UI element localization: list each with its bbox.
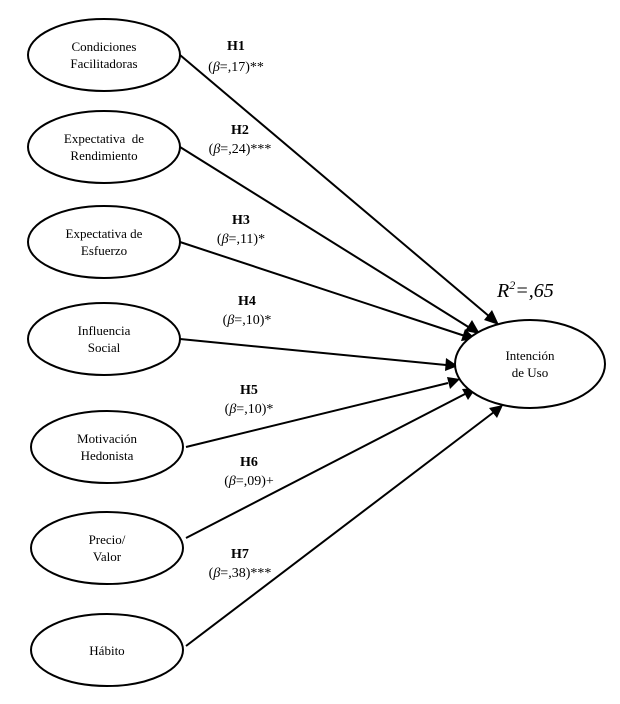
arrowhead-h1: [484, 310, 499, 325]
construct-label-line1: Condiciones: [72, 39, 137, 54]
path-label-h6: H6 (β=,09)+: [224, 455, 274, 489]
hypothesis-label: H2: [231, 123, 249, 138]
construct-label-line2: Hedonista: [81, 448, 134, 463]
construct-label-line2: Rendimiento: [70, 148, 137, 163]
predictor-condiciones-facilitadoras: Condiciones Facilitadoras: [27, 18, 181, 92]
construct-label-line1: Hábito: [89, 643, 124, 658]
arrow-h5: [185, 382, 449, 448]
construct-label-line2: de Uso: [512, 365, 548, 380]
path-label-h4: H4 (β=,10)*: [223, 294, 272, 328]
predictor-expectativa-rendimiento: Expectativa de Rendimiento: [27, 110, 181, 184]
beta-coefficient: (β=,24)***: [209, 142, 272, 157]
construct-label-line2: Social: [88, 340, 121, 355]
outcome-intencion-de-uso: Intención de Uso: [454, 319, 606, 409]
path-label-h2: H2 (β=,24)***: [209, 123, 272, 157]
arrowhead-h5: [447, 377, 460, 389]
arrow-h6: [185, 393, 466, 539]
predictor-motivacion-hedonista: Motivación Hedonista: [30, 410, 184, 484]
hypothesis-label: H5: [240, 383, 258, 398]
construct-label-line1: Intención: [505, 348, 555, 363]
hypothesis-label: H7: [231, 547, 249, 562]
construct-ellipse: [30, 613, 184, 687]
construct-ellipse: [27, 18, 181, 92]
path-label-h7: H7 (β=,38)***: [209, 547, 272, 581]
arrow-h3: [179, 241, 466, 337]
construct-label-line1: Expectativa de: [64, 131, 144, 146]
construct-ellipse: [27, 302, 181, 376]
path-label-h1: H1 (β=,17)**: [208, 39, 264, 75]
beta-coefficient: (β=,38)***: [209, 566, 272, 581]
arrowhead-h7: [489, 405, 503, 418]
arrowhead-h2: [465, 320, 480, 334]
hypothesis-label: H1: [227, 39, 245, 54]
predictor-expectativa-esfuerzo: Expectativa de Esfuerzo: [27, 205, 181, 279]
construct-label-line1: Influencia: [78, 323, 131, 338]
predictor-precio-valor: Precio/ Valor: [30, 511, 184, 585]
construct-ellipse: [27, 110, 181, 184]
arrow-h2: [179, 146, 471, 329]
r-squared-label: R2=,65: [496, 278, 554, 302]
construct-label-line1: Precio/: [89, 532, 126, 547]
path-label-h5: H5 (β=,10)*: [225, 383, 274, 417]
hypothesis-label: H4: [238, 294, 256, 309]
arrowhead-h4: [445, 358, 458, 371]
construct-label-line2: Facilitadoras: [70, 56, 137, 71]
path-label-h3: H3 (β=,11)*: [217, 213, 265, 247]
beta-coefficient: (β=,10)*: [225, 402, 274, 417]
construct-label-line1: Expectativa de: [66, 226, 143, 241]
construct-label-line2: Valor: [93, 549, 122, 564]
arrow-h7: [185, 411, 495, 647]
beta-coefficient: (β=,17)**: [208, 60, 264, 75]
construct-ellipse: [30, 410, 184, 484]
hypothesis-label: H3: [232, 213, 250, 228]
predictor-influencia-social: Influencia Social: [27, 302, 181, 376]
arrow-h1: [179, 54, 491, 318]
construct-ellipse: [454, 319, 606, 409]
hypothesis-label: H6: [240, 455, 258, 470]
predictor-habito: Hábito: [30, 613, 184, 687]
construct-ellipse: [27, 205, 181, 279]
beta-coefficient: (β=,11)*: [217, 232, 265, 247]
beta-coefficient: (β=,09)+: [224, 474, 274, 489]
construct-label-line1: Motivación: [77, 431, 137, 446]
arrow-h4: [179, 338, 447, 366]
beta-coefficient: (β=,10)*: [223, 313, 272, 328]
construct-ellipse: [30, 511, 184, 585]
construct-label-line2: Esfuerzo: [81, 243, 127, 258]
